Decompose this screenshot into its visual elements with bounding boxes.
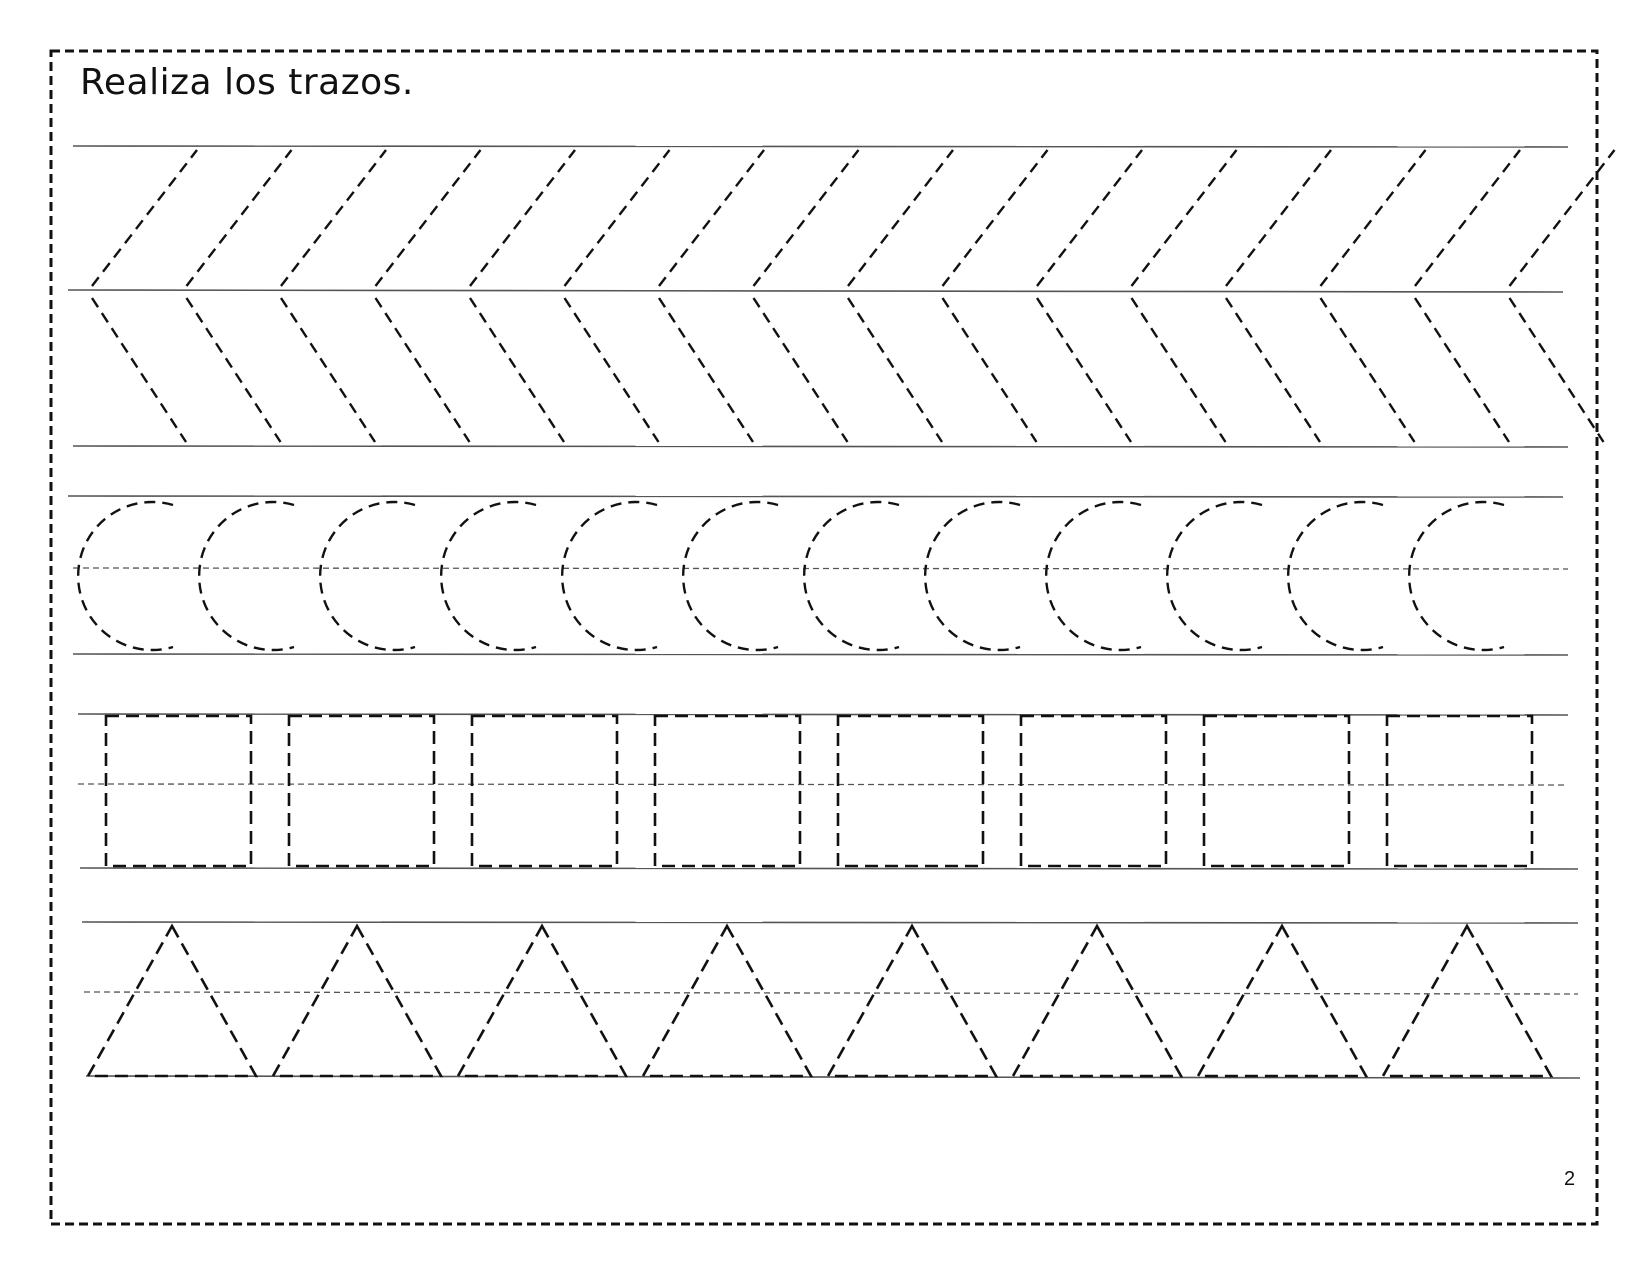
backslash-trace-line [752,297,849,443]
c-curve-trace [1166,500,1263,652]
page-border [49,49,1599,1226]
rectangle-trace [287,714,436,868]
slash-trace-line [374,149,482,287]
c-curve-trace [1287,500,1384,652]
slash-trace-line [1319,149,1427,287]
slash-trace-line [280,149,387,287]
slash-lines-row [91,149,1616,287]
triangle-trace [270,923,444,1078]
c-curve-trace [77,500,174,652]
guide-line [72,653,1569,656]
backslash-trace-line [90,297,188,443]
triangle-trace [455,923,629,1078]
backslash-trace-line [657,297,755,443]
backslash-trace-line [846,297,944,443]
guide-line [72,445,1569,448]
instruction-text: Realiza los trazos. [80,62,414,103]
backslash-trace-line [374,297,471,443]
rectangle-trace [1385,714,1534,868]
backslash-trace-line [1224,297,1322,443]
rectangle-trace [653,714,802,868]
c-curve-trace [198,500,295,652]
slash-trace-line [1130,149,1238,287]
slash-trace-line [185,149,293,287]
backslash-lines-row [90,297,1605,443]
midline-dashed [77,783,1569,786]
backslash-trace-line [941,297,1038,443]
c-curve-trace [1408,500,1505,652]
rectangle-trace [836,714,985,868]
guide-lines [67,145,1581,1079]
slash-trace-line [469,149,576,287]
triangle-trace [1010,923,1184,1078]
c-curve-trace [803,500,900,652]
backslash-trace-line [1319,297,1416,443]
c-curve-trace [682,500,779,652]
backslash-trace-line [1035,297,1133,443]
slash-trace-line [1225,149,1332,287]
guide-line [79,867,1579,870]
backslash-trace-line [468,297,566,443]
triangle-trace [640,923,814,1078]
slash-trace-line [752,149,860,287]
rectangle-trace [104,714,253,868]
bottom-guide-line [85,1075,1581,1079]
c-curve-trace [440,500,537,652]
triangle-trace [825,923,999,1078]
triangle-trace [1195,923,1369,1078]
guide-line [67,289,1564,293]
c-curve-trace [924,500,1021,652]
triangles-row [85,923,1554,1078]
backslash-trace-line [1130,297,1227,443]
slash-trace-line [658,149,765,287]
slash-trace-line [91,149,198,287]
c-curve-trace [319,500,416,652]
backslash-trace-line [185,297,282,443]
slash-trace-line [1036,149,1143,287]
backslash-trace-line [1508,297,1605,443]
rectangle-trace [1202,714,1351,868]
top-guide-line [72,145,1569,148]
rectangles-row [104,714,1534,868]
rectangle-trace [1019,714,1168,868]
page-number: 2 [1564,1168,1576,1190]
c-curve-trace [1045,500,1142,652]
guide-line [67,495,1564,498]
rectangle-trace [470,714,619,868]
midline-dashed [72,567,1569,570]
c-curve-trace [561,500,658,652]
backslash-trace-line [563,297,660,443]
triangle-trace [1380,923,1554,1078]
guide-line [77,713,1569,716]
slash-trace-line [1414,149,1521,287]
backslash-trace-line [1413,297,1511,443]
backslash-trace-line [279,297,377,443]
guide-line [81,921,1579,924]
triangle-trace [85,923,259,1078]
c-curves-row [77,500,1505,652]
slash-trace-line [847,149,954,287]
slash-trace-line [941,149,1049,287]
slash-trace-line [563,149,671,287]
midline-dashed [83,991,1579,995]
slash-trace-line [1508,149,1616,287]
